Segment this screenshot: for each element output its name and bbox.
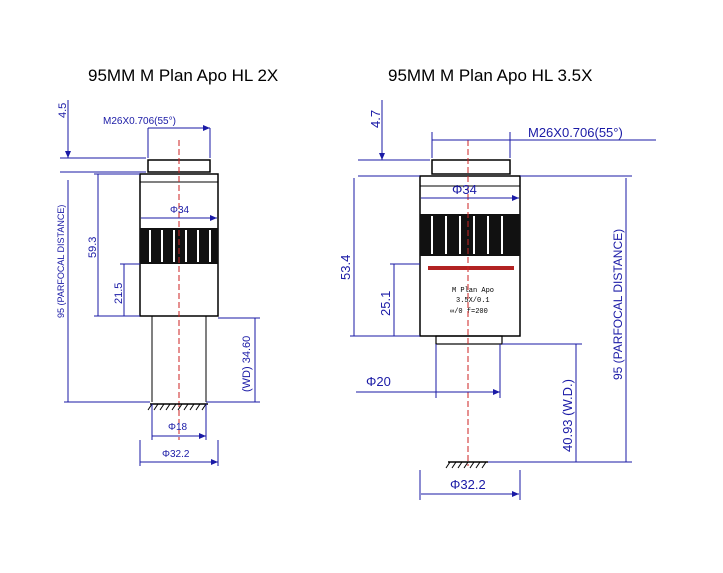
right-body-dia-label: Φ34 [452, 182, 477, 197]
left-tip-dia-label: Φ18 [168, 422, 188, 433]
right-knurl-band [420, 214, 520, 256]
right-thread-label: M26X0.706(55°) [528, 125, 623, 140]
left-objective-title: 95MM M Plan Apo HL 2X [88, 66, 279, 85]
left-body-dia-label: Φ34 [170, 205, 190, 216]
left-wd-label: (WD) 34.60 [241, 336, 253, 392]
left-main-body [139, 173, 219, 317]
right-wd-label: 40.93 (W.D.) [560, 379, 575, 452]
right-tip-dia-label: Φ20 [366, 374, 391, 389]
right-length-label: 53.4 [338, 255, 353, 280]
right-engrave-line1: M Plan Apo [452, 287, 494, 295]
right-main-body [419, 175, 521, 337]
left-objective: M26X0.706(55°) Φ34 Φ18 Φ32.2 4.5 95 (PAR… [56, 100, 260, 466]
right-parfocal-label: 95 (PARFOCAL DISTANCE) [611, 229, 625, 380]
left-parfocal-label: 95 (PARFOCAL DISTANCE) [56, 205, 66, 318]
right-engrave-line2: 3.5X/0.1 [456, 297, 490, 305]
right-objective: M Plan Apo 3.5X/0.1 ∞/0 f=200 M26X0.706(… [338, 100, 656, 500]
left-length-label: 59.3 [87, 237, 99, 258]
left-lower-label: 21.5 [113, 283, 125, 304]
right-thread-cap [431, 159, 511, 175]
right-color-ring [428, 266, 514, 270]
left-top-gap-label: 4.5 [57, 103, 69, 118]
left-base-dia-label: Φ32.2 [162, 449, 190, 460]
right-lower-label: 25.1 [378, 291, 393, 316]
right-top-gap-label: 4.7 [368, 110, 383, 128]
right-engrave-line3: ∞/0 f=200 [450, 308, 488, 316]
right-objective-title: 95MM M Plan Apo HL 3.5X [388, 66, 593, 85]
right-base-dia-label: Φ32.2 [450, 477, 486, 492]
left-thread-label: M26X0.706(55°) [103, 116, 176, 127]
